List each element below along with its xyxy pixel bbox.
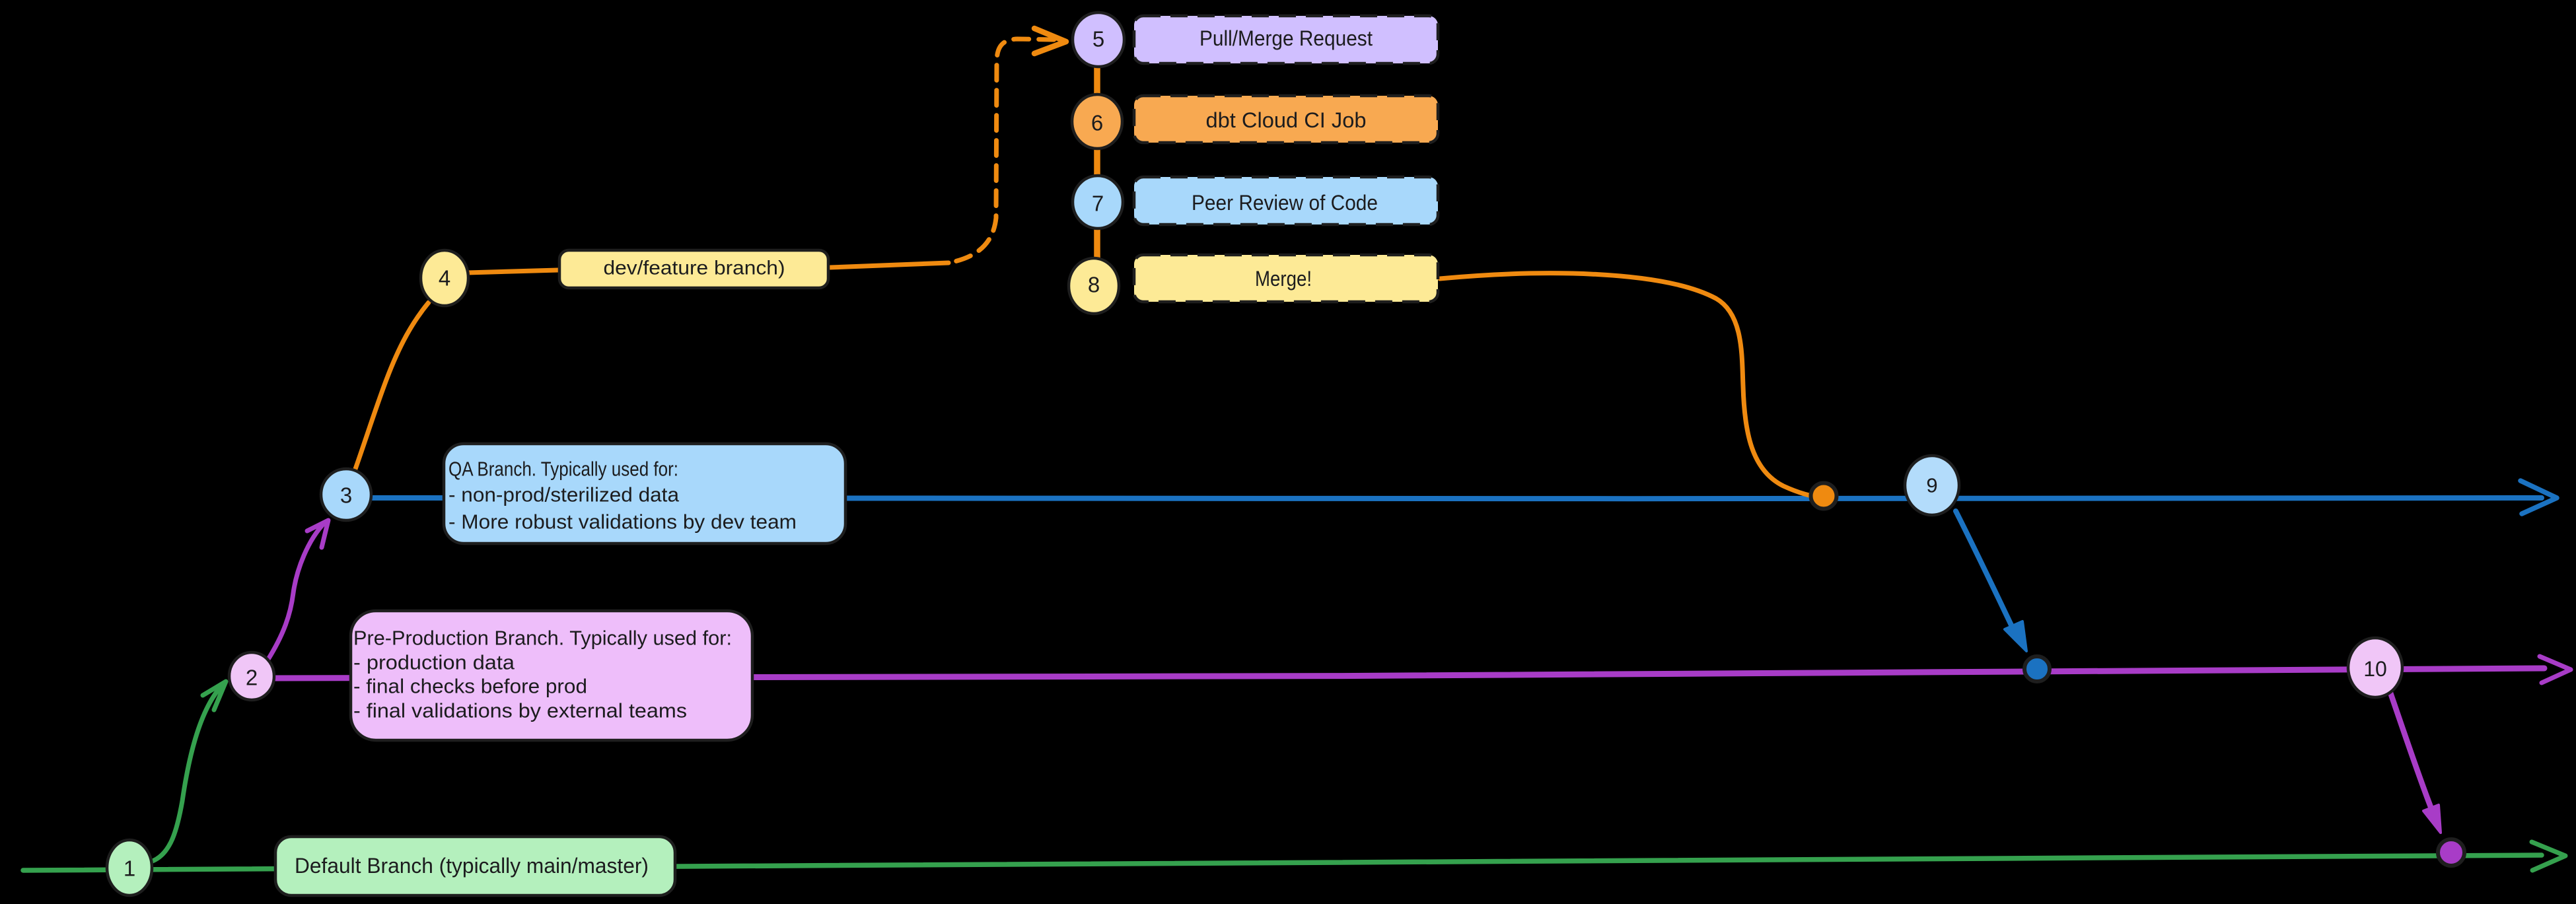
svg-text:- More robust validations by d: - More robust validations by dev team [448, 510, 797, 534]
svg-text:4: 4 [439, 266, 450, 291]
svg-text:8: 8 [1088, 273, 1100, 297]
svg-text:7: 7 [1092, 191, 1104, 216]
svg-text:Merge!: Merge! [1255, 267, 1312, 291]
svg-text:10: 10 [2363, 657, 2387, 681]
svg-text:QA Branch. Typically used for:: QA Branch. Typically used for: [448, 458, 678, 481]
svg-text:dbt Cloud CI Job: dbt Cloud CI Job [1206, 108, 1367, 132]
svg-text:- production data: - production data [353, 651, 515, 674]
svg-text:6: 6 [1091, 111, 1103, 135]
svg-text:3: 3 [340, 483, 352, 508]
svg-text:Default Branch (typically main: Default Branch (typically main/master) [295, 854, 649, 878]
svg-text:Pre-Production Branch. Typical: Pre-Production Branch. Typically used fo… [353, 627, 732, 650]
svg-text:Pull/Merge Request: Pull/Merge Request [1199, 26, 1373, 50]
svg-text:2: 2 [246, 666, 258, 690]
svg-text:- final validations by externa: - final validations by external teams [353, 699, 687, 722]
svg-text:9: 9 [1926, 474, 1937, 497]
svg-text:Peer Review of Code: Peer Review of Code [1192, 191, 1378, 215]
svg-text:5: 5 [1092, 27, 1104, 52]
svg-text:- non-prod/sterilized data: - non-prod/sterilized data [448, 483, 680, 506]
svg-text:- final checks before prod: - final checks before prod [353, 675, 587, 698]
svg-text:1: 1 [124, 856, 135, 881]
svg-text:dev/feature branch): dev/feature branch) [604, 258, 785, 279]
